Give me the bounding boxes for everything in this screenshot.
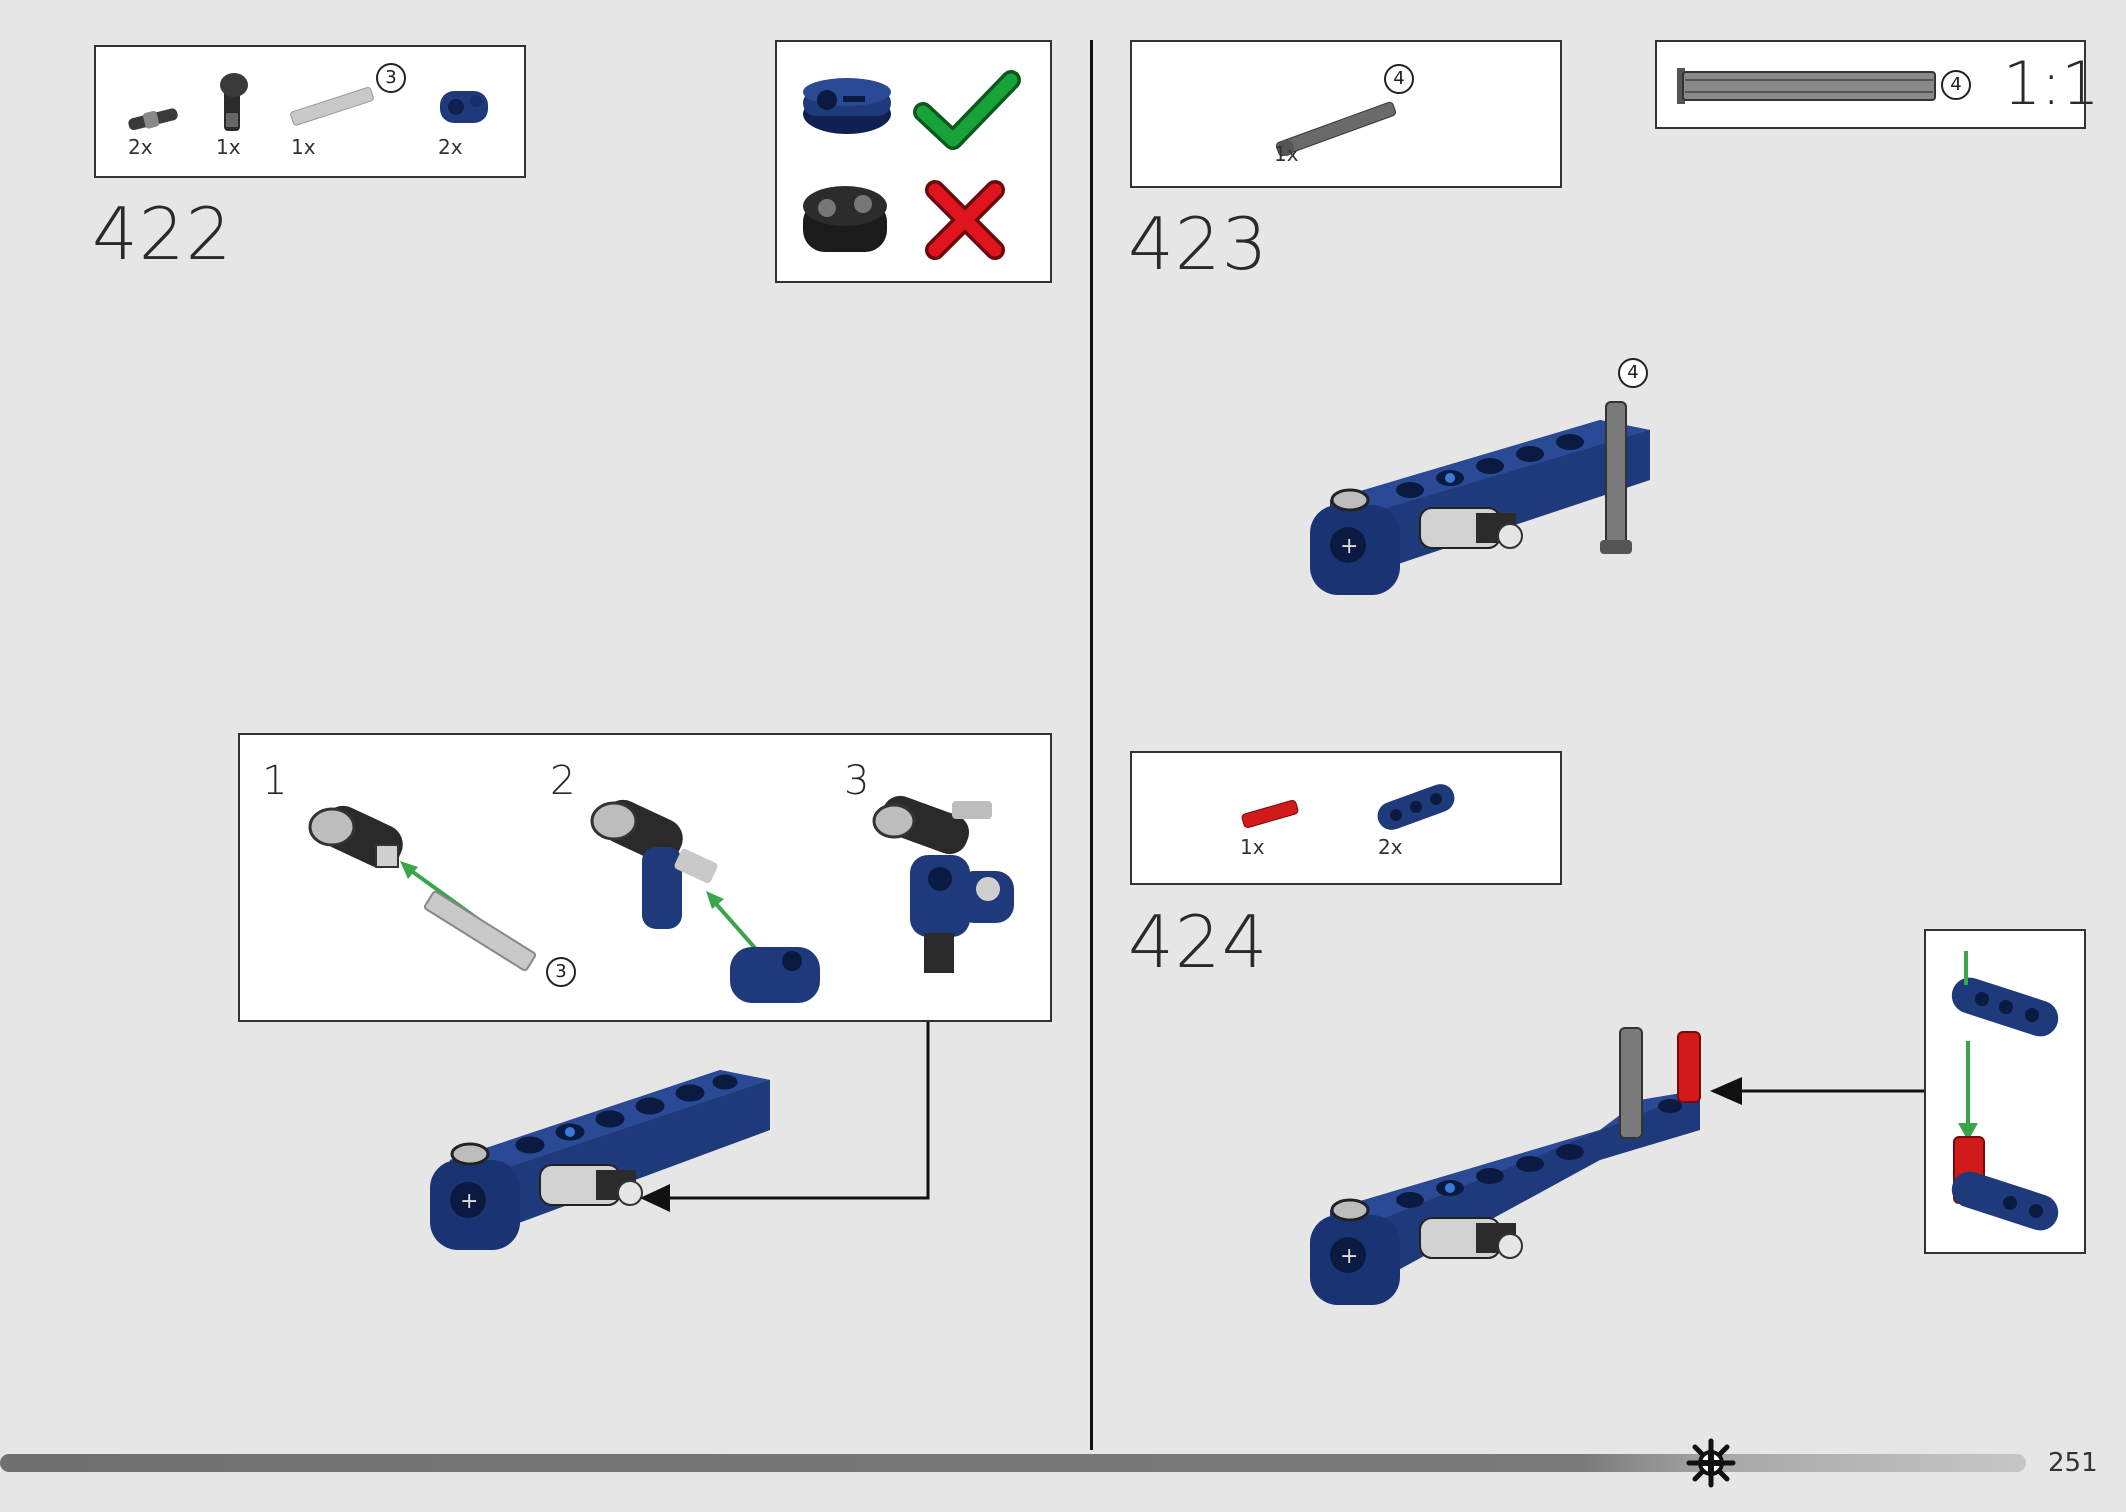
pin-insert-illustration [1951, 951, 2059, 1231]
length-callout: 3 [546, 957, 576, 987]
part-qty: 2x [128, 135, 153, 159]
assembly-pointer-arrow [1710, 1077, 1926, 1105]
svg-text:+: + [460, 1189, 478, 1214]
length-callout: 3 [376, 63, 406, 93]
part-qty: 1x [1274, 142, 1299, 166]
parts-list-423: 4 1x [1130, 40, 1562, 188]
step-number-423: 423 [1128, 202, 1269, 286]
step-number-422: 422 [92, 192, 233, 276]
part-qty: 1x [1240, 835, 1265, 859]
blue-beam-part-icon [1377, 784, 1455, 830]
black-beam-wrong-icon [803, 186, 887, 252]
part-qty: 1x [291, 135, 316, 159]
substep-1-illustration [308, 805, 537, 972]
model-length-callout: 4 [1618, 358, 1648, 388]
subassembly-pointer-arrow [640, 1022, 930, 1212]
step-422-model: + [430, 1070, 770, 1250]
length-callout: 4 [1384, 64, 1414, 94]
green-check-icon [913, 70, 1021, 150]
step-number-424: 424 [1128, 900, 1269, 984]
svg-text:+: + [1340, 1244, 1358, 1269]
step-424-model: + [1310, 1027, 1701, 1305]
scale-label: 1:1 [2003, 49, 2100, 119]
svg-text:+: + [1340, 534, 1358, 559]
page-number: 251 [2048, 1448, 2098, 1478]
substep-number: 1 [262, 758, 288, 804]
cross-block-part-icon [440, 91, 488, 123]
part-qty: 1x [216, 135, 241, 159]
red-pin-part-icon [1241, 800, 1299, 828]
substep-3-illustration [872, 795, 1014, 973]
parts-list-424: 1x 2x [1130, 751, 1562, 885]
angle-connector-part-icon [220, 73, 248, 131]
step-423-model: + [1310, 401, 1650, 595]
axle-1-to-1-scale-icon [1677, 68, 1936, 104]
page-divider [1090, 40, 1093, 1450]
orientation-tip-box [775, 40, 1052, 283]
part-qty: 2x [438, 135, 463, 159]
parts-list-422: 2x 1x 3 1x 2x [94, 45, 526, 178]
substep-number: 3 [844, 758, 870, 804]
scale-reference-box: 4 1:1 [1655, 40, 2100, 129]
subassembly-box: 1 2 3 3 [238, 733, 1052, 1022]
axle-4-part-icon [1275, 101, 1397, 157]
length-callout: 4 [1941, 70, 1971, 100]
substep-2-illustration [590, 799, 820, 1003]
axle-part-icon [290, 86, 374, 126]
substep-number: 2 [550, 758, 576, 804]
part-qty: 2x [1378, 835, 1403, 859]
pin-with-bush-part-icon [128, 108, 178, 131]
blue-cross-block-correct-icon [803, 78, 891, 134]
pin-insert-detail-box [1924, 929, 2086, 1254]
red-x-icon [925, 180, 1005, 260]
progress-bar [0, 1454, 2026, 1472]
gear-icon [1686, 1438, 1736, 1488]
